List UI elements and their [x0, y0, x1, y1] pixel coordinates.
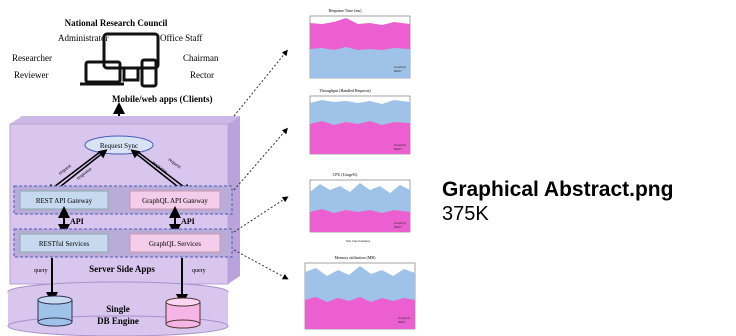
- server-side-label: Server Side Apps: [89, 264, 155, 274]
- chart-title: Response Time (ms): [329, 8, 363, 13]
- chart-thumb: Memory utilization (MB) GraphQL REST: [304, 255, 416, 330]
- rest-db-icon: [37, 295, 73, 327]
- file-size: 375K: [442, 203, 489, 225]
- file-info: Graphical Abstract.png 375K: [442, 178, 673, 226]
- chart-title: Memory utilization (MB): [335, 255, 377, 260]
- chart-thumb: Response Time (ms) GraphQL REST: [309, 8, 411, 79]
- devices-icon: [80, 32, 160, 88]
- restful-services-box: [19, 233, 109, 253]
- chart-thumb: CPU (Usage%) Test Case Scenarios GraphQL…: [309, 172, 411, 243]
- query-right-label: query: [192, 268, 206, 274]
- db-label-1: Single: [106, 304, 130, 314]
- legend: REST: [394, 69, 402, 73]
- graphical-abstract-image: National Research Council Administrator …: [7, 8, 416, 336]
- query-left-label: query: [34, 268, 48, 274]
- role-chairman: Chairman: [183, 53, 219, 63]
- legend: REST: [394, 147, 402, 151]
- chart-title: Throughput (Handled Requests): [319, 88, 371, 93]
- legend: GraphQL: [394, 143, 407, 147]
- role-administrator: Administrator: [58, 33, 109, 43]
- legend: REST: [394, 225, 402, 229]
- legend: GraphQL: [394, 65, 407, 69]
- graphql-services-label: GraphQL Services: [149, 240, 201, 248]
- graphql-db-icon: [165, 297, 201, 329]
- role-office-staff: Office Staff: [160, 33, 202, 43]
- api-left-label: API: [70, 217, 84, 226]
- restful-services-label: RESTful Services: [39, 240, 90, 248]
- role-rector: Rector: [190, 70, 214, 80]
- chart-title: CPU (Usage%): [333, 172, 358, 177]
- legend: REST: [398, 320, 406, 324]
- role-reviewer: Reviewer: [14, 70, 48, 80]
- request-sync-label: Request Sync: [100, 142, 138, 150]
- graphql-gateway-label: GraphQL API Gateway: [142, 197, 208, 205]
- role-top: National Research Council: [65, 18, 168, 28]
- image-thumbnail[interactable]: National Research Council Administrator …: [0, 0, 440, 336]
- role-researcher: Researcher: [12, 53, 52, 63]
- file-name[interactable]: Graphical Abstract.png: [442, 178, 674, 201]
- legend: GraphQL: [398, 316, 411, 320]
- legend: GraphQL: [394, 221, 407, 225]
- api-right-label: API: [181, 217, 195, 226]
- rest-gateway-label: REST API Gateway: [36, 197, 93, 205]
- chart-thumb: Throughput (Handled Requests) GraphQL RE…: [309, 88, 411, 155]
- graphql-services-box: [129, 233, 221, 253]
- clients-label: Mobile/web apps (Clients): [112, 94, 213, 104]
- chart-xlabel: Test Case Scenarios: [346, 239, 371, 243]
- db-label-2: DB Engine: [97, 316, 139, 326]
